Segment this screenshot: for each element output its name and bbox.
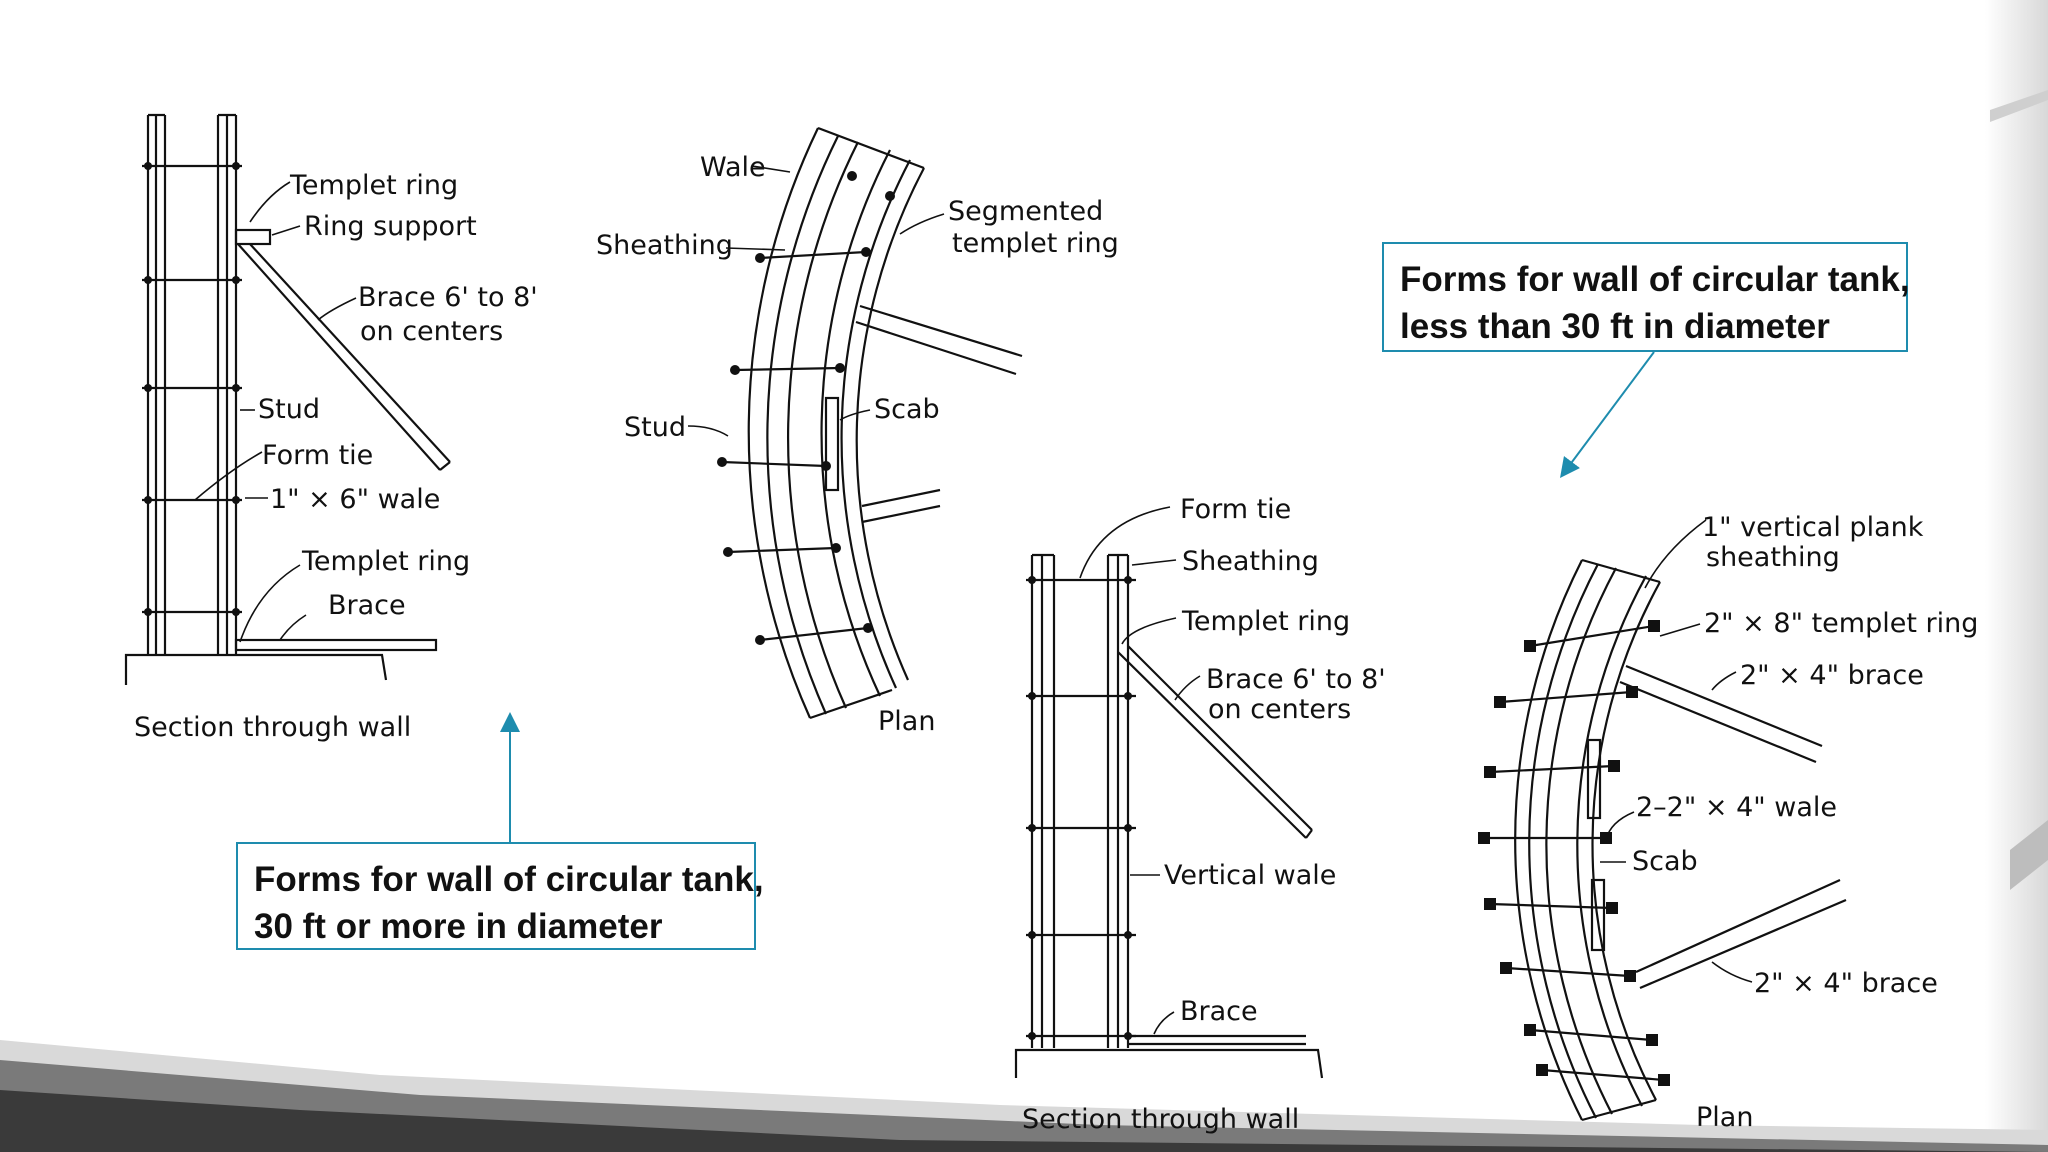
label-templet-ring-top: Templet ring <box>289 170 458 201</box>
caption-left-plan: Plan <box>878 706 935 737</box>
caption-right-section: Section through wall <box>1022 1104 1299 1135</box>
label-rp-brace-top: 2" × 4" brace <box>1740 660 1924 691</box>
right-section-leaders <box>1079 506 1201 1035</box>
label-r-form-tie: Form tie <box>1180 494 1291 525</box>
label-segmented-2: templet ring <box>952 228 1119 259</box>
callout-large-tank: Forms for wall of circular tank, 30 ft o… <box>236 842 764 950</box>
left-plan-labels: Wale Sheathing Segmented templet ring St… <box>596 152 1119 737</box>
right-plan-labels: 1" vertical plank sheathing 2" × 8" temp… <box>1632 512 1978 1133</box>
right-section-labels: Form tie Sheathing Templet ring Brace 6'… <box>1022 494 1386 1135</box>
caption-left-section: Section through wall <box>134 712 411 743</box>
right-section-bolts <box>1028 576 1132 1040</box>
label-brace: Brace <box>328 590 406 621</box>
callout-large-tank-line1: Forms for wall of circular tank, <box>254 860 764 899</box>
left-section-labels: Templet ring Ring support Brace 6' to 8'… <box>134 170 538 743</box>
callout-small-tank-line2: less than 30 ft in diameter <box>1400 307 1830 346</box>
label-brace-spacing-2: on centers <box>360 316 503 347</box>
label-r-brace: Brace <box>1180 996 1258 1027</box>
left-section-leaders <box>194 181 357 643</box>
label-rp-brace-bottom: 2" × 4" brace <box>1754 968 1938 999</box>
label-wale: 1" × 6" wale <box>270 484 440 515</box>
left-plan-bolts <box>717 171 895 645</box>
label-ring-support: Ring support <box>304 211 477 242</box>
caption-right-plan: Plan <box>1696 1102 1753 1133</box>
label-rp-wale: 2–2" × 4" wale <box>1636 792 1837 823</box>
right-plan-drawing <box>1484 558 1847 1122</box>
right-section-drawing <box>1014 553 1324 1079</box>
label-rp-templet-ring: 2" × 8" templet ring <box>1704 608 1978 639</box>
label-r-brace-spacing-2: on centers <box>1208 694 1351 725</box>
label-rp-scab: Scab <box>1632 846 1698 877</box>
label-plan-stud: Stud <box>624 412 686 443</box>
callout-small-tank-line1: Forms for wall of circular tank, <box>1400 260 1910 299</box>
callout-small-tank: Forms for wall of circular tank, less th… <box>1382 242 1910 352</box>
left-plan-drawing <box>721 126 1023 720</box>
label-templet-ring-bottom: Templet ring <box>301 546 470 577</box>
label-r-brace-spacing-1: Brace 6' to 8' <box>1206 664 1386 695</box>
label-plank-1: 1" vertical plank <box>1702 512 1924 543</box>
label-r-templet-ring: Templet ring <box>1181 606 1350 637</box>
label-stud: Stud <box>258 394 320 425</box>
label-brace-spacing-1: Brace 6' to 8' <box>358 282 538 313</box>
label-plan-scab: Scab <box>874 394 940 425</box>
label-plan-sheathing: Sheathing <box>596 230 733 261</box>
callout-large-tank-line2: 30 ft or more in diameter <box>254 907 663 946</box>
label-plank-2: sheathing <box>1706 542 1840 573</box>
right-plan-leaders <box>1600 519 1753 983</box>
label-plan-wale: Wale <box>700 152 766 183</box>
left-plan-leaders <box>687 165 945 437</box>
label-r-vertical-wale: Vertical wale <box>1164 860 1336 891</box>
label-r-sheathing: Sheathing <box>1182 546 1319 577</box>
arrow-small-tank <box>1560 351 1655 479</box>
callout-arrows <box>500 351 1655 842</box>
label-form-tie: Form tie <box>262 440 373 471</box>
left-section-bolts <box>144 162 240 616</box>
label-segmented-1: Segmented <box>948 196 1103 227</box>
